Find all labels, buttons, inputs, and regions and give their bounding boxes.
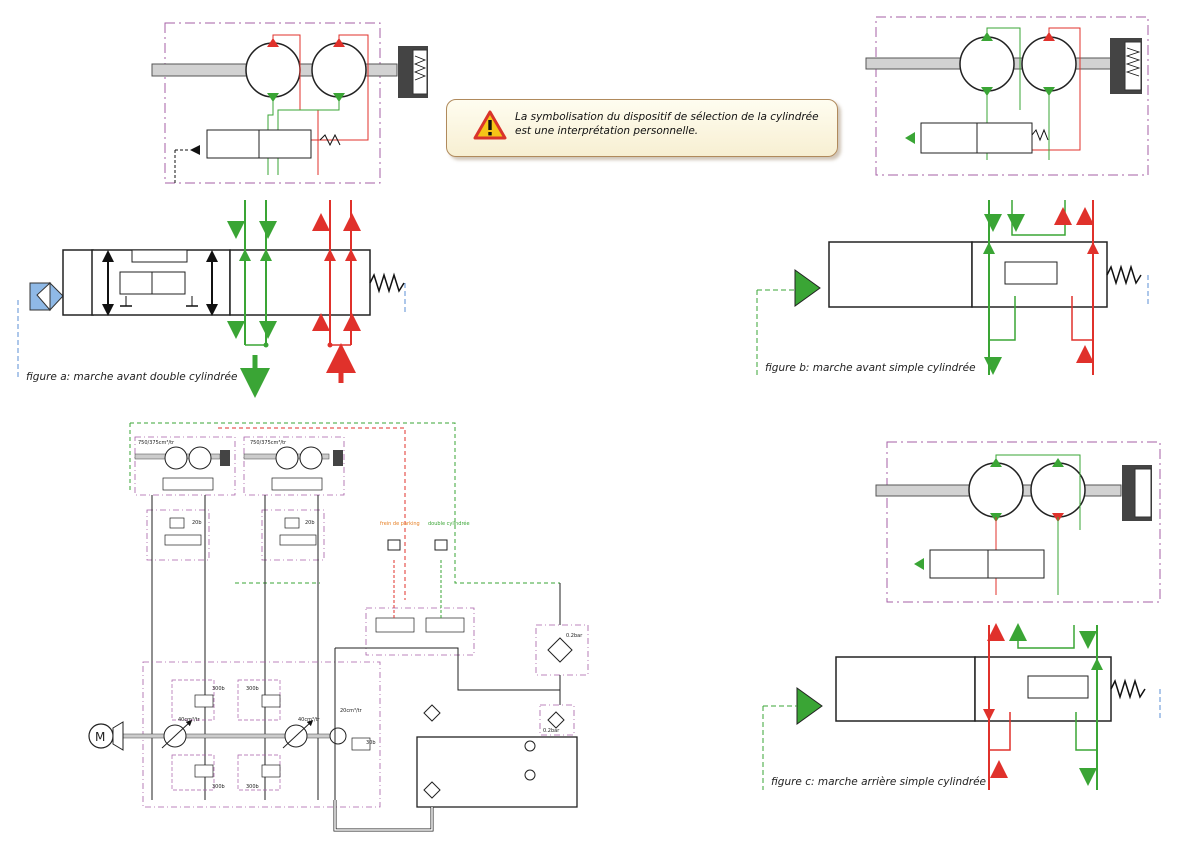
fig-c-valve xyxy=(762,623,1161,790)
relief-20-a: 20b xyxy=(192,520,202,526)
top-left-boundary xyxy=(164,22,381,184)
warning-note: La symbolisation du dispositif de sélect… xyxy=(446,99,838,157)
prime-mover-symbol: M xyxy=(95,730,105,744)
relief-charge: 30b xyxy=(366,740,376,746)
note-line-2: est une interprétation personnelle. xyxy=(515,125,699,137)
fig-a-valve xyxy=(17,200,406,398)
relief-300-d: 300b xyxy=(246,784,259,790)
pump-1-displacement: 40cm³/tr xyxy=(178,717,201,723)
caption-fig-a: figure a: marche avant double cylindrée xyxy=(26,371,238,383)
motor-1-displacement: 750/375cm³/tr xyxy=(138,440,175,446)
motor-2-circle xyxy=(311,42,367,98)
fig-b-valve xyxy=(756,200,1149,375)
relief-300-c: 300b xyxy=(212,784,225,790)
top-right-motor-group xyxy=(865,16,1149,176)
full-circuit: 750/375cm³/tr 750/375cm³/tr 20b 20b 300b… xyxy=(88,422,589,832)
filter-2-label: 0.2bar xyxy=(543,728,560,734)
charge-pump-displacement: 20cm³/tr xyxy=(340,708,363,714)
top-left-motor-group xyxy=(151,22,428,184)
relief-300-b: 300b xyxy=(246,686,259,692)
motor-1-circle xyxy=(245,42,301,98)
tank xyxy=(416,736,578,808)
warning-icon xyxy=(473,110,507,140)
caption-fig-b: figure b: marche avant simple cylindrée xyxy=(765,362,976,374)
motor-unit-1 xyxy=(134,436,236,496)
fig-a-valve-body xyxy=(62,249,94,316)
pump-2-displacement: 40cm³/tr xyxy=(298,717,321,723)
relief-20-b: 20b xyxy=(305,520,315,526)
mid-right-motor-group xyxy=(875,441,1161,603)
filter-1-label: 0.2bar xyxy=(566,633,583,639)
relief-300-a: 300b xyxy=(212,686,225,692)
caption-fig-c: figure c: marche arrière simple cylindré… xyxy=(771,776,987,788)
brake-label: frein de parking xyxy=(380,521,420,527)
note-line-1: La symbolisation du dispositif de sélect… xyxy=(515,111,819,123)
double-label: double cylindrée xyxy=(428,520,470,527)
motor-unit-2 xyxy=(243,436,345,496)
motor-2-displacement: 750/375cm³/tr xyxy=(250,440,287,446)
